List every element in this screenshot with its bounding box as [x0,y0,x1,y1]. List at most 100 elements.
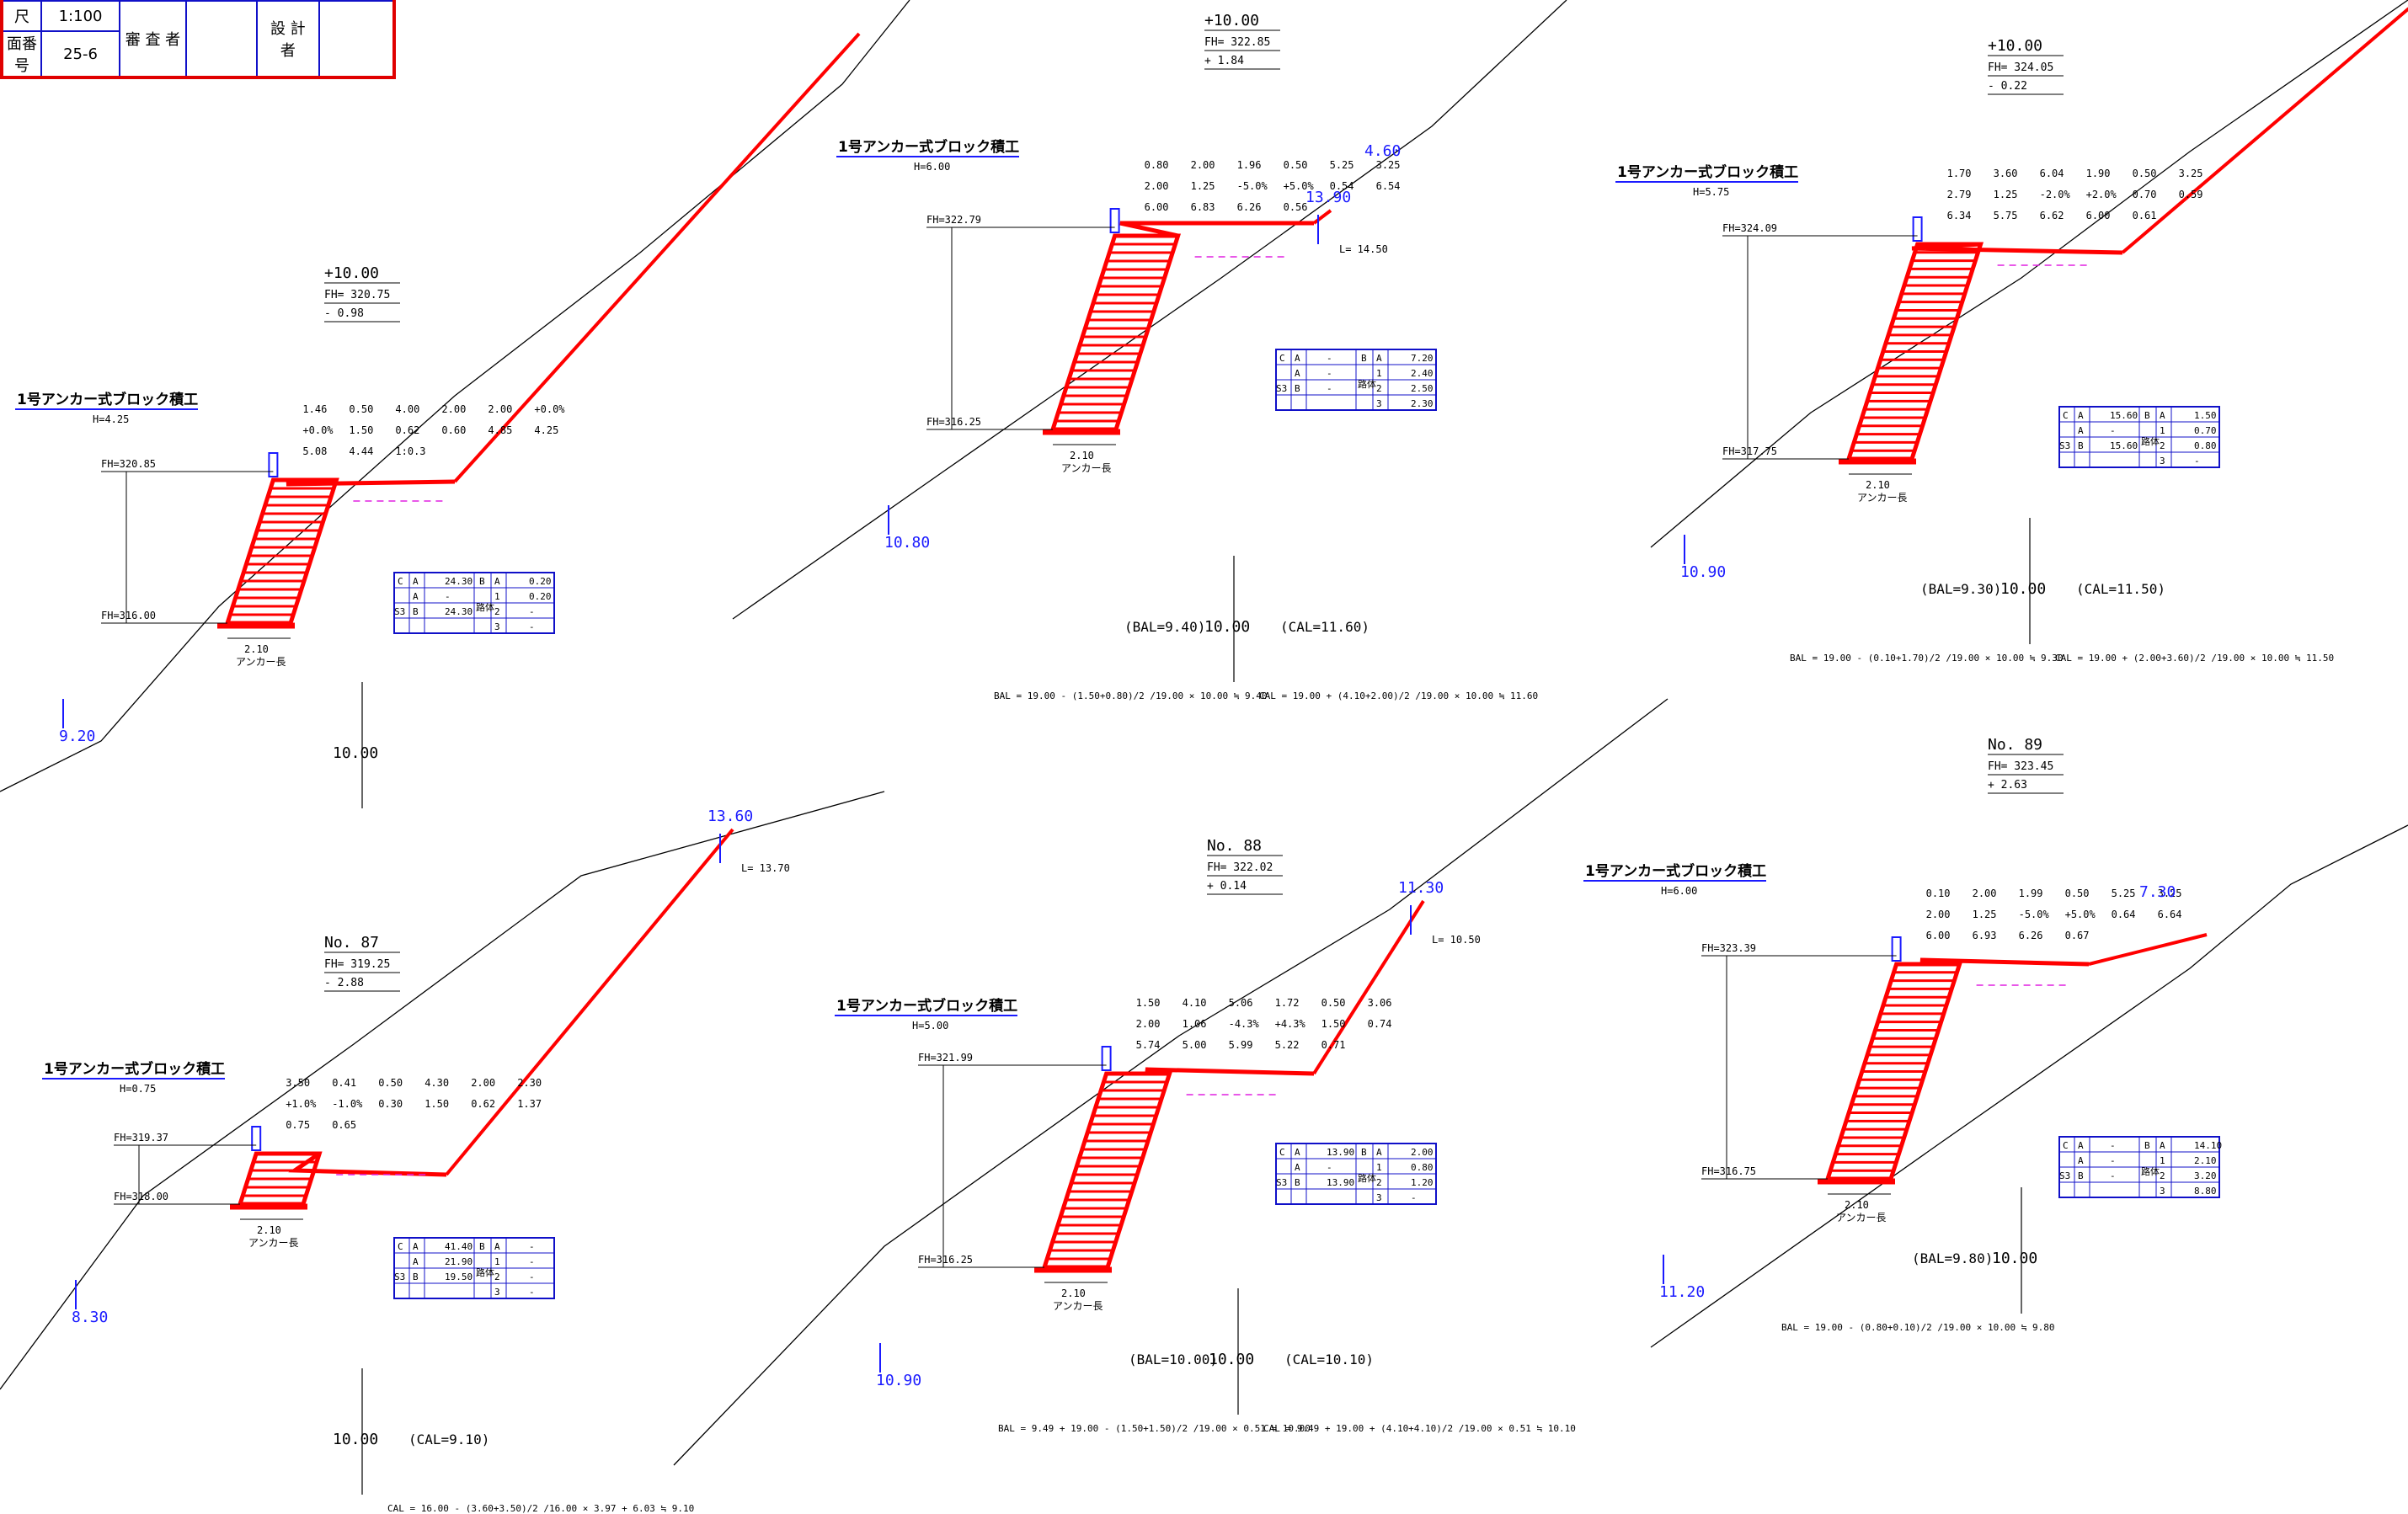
base-width: 2.10 [1866,479,1890,491]
dimension-value: 1.06 [1183,1018,1207,1030]
dimension-value: 5.75 [1994,210,2018,221]
dimension-value: 1.70 [1947,168,1972,179]
fence-post-icon [1109,208,1120,233]
fh-top: FH=323.39 [1701,942,1756,954]
berm-surface [288,1151,447,1177]
table-cell: 路体 [476,601,494,613]
station-label: +10.00 [1988,37,2042,55]
dimension-value: 2.00 [1191,159,1215,171]
table-cell: 0.20 [529,576,552,587]
berm-surface [1919,957,2090,967]
berm-surface [286,477,456,487]
bal-formula: BAL = 9.49 + 19.00 - (1.50+1.50)/2 /19.0… [998,1423,1311,1434]
station-label: No. 88 [1207,837,1262,855]
station-marker-left: 10.80 [884,534,930,552]
table-cell: - [529,1287,535,1298]
dimension-value: 6.54 [1376,180,1401,192]
dimension-value: 4.25 [534,424,558,436]
table-cell: 1 [2160,425,2165,436]
table-cell: A [2160,1140,2165,1151]
table-cell: 0.70 [2194,425,2217,436]
table-cell: 0.80 [1411,1162,1434,1173]
dimension-value: 1.50 [424,1098,449,1110]
table-cell: - [529,1256,535,1267]
fh-value: FH= 320.75 [324,289,390,301]
dimension-value: 1.25 [1191,180,1215,192]
table-cell: B [2078,440,2084,451]
table-cell: 41.40 [445,1241,473,1252]
table-cell: B [1361,1147,1367,1158]
dimension-value: -1.0% [332,1098,363,1110]
table-cell: 13.90 [1327,1177,1354,1188]
dimension-value: 1.90 [2086,168,2111,179]
dimension-value: 1.99 [2019,888,2043,899]
wall-title: 1号アンカー式ブロック積工 [17,391,198,408]
table-cell: 3 [2160,456,2165,466]
ground-line-3 [1650,0,2408,548]
height-diff: - 0.98 [324,307,364,320]
dimension-value: 0.74 [1368,1018,1392,1030]
dimension-value: 6.00 [1145,201,1169,213]
dimension-value: 0.41 [332,1077,356,1089]
table-cell: - [529,1241,535,1252]
dimension-value: 0.30 [378,1098,403,1110]
dimension-value: 0.75 [286,1119,310,1131]
dimension-value: +5.0% [1284,180,1315,192]
fh-value: FH= 322.02 [1207,861,1273,874]
dimension-value: 6.64 [2158,909,2182,920]
dimension-value: 0.70 [2133,189,2157,200]
retaining-wall-outline [1042,1071,1173,1270]
berm-surface [1119,221,1314,238]
station-marker-right: 4.60 [1364,142,1401,160]
station-marker-left: 10.90 [1680,563,1726,581]
table-cell: 路体 [476,1266,494,1278]
table-cell: 21.90 [445,1256,473,1267]
dimension-value: 6.83 [1191,201,1215,213]
dimension-value: 6.26 [1237,201,1262,213]
fh-value: FH= 324.05 [1988,61,2053,74]
station-label: +10.00 [1204,12,1259,29]
bal-value: (BAL=9.80) [1912,1250,1993,1266]
bal-formula: BAL = 19.00 - (1.50+0.80)/2 /19.00 × 10.… [994,690,1268,701]
table-cell: 2 [1376,383,1382,394]
dimension-value: 2.00 [1973,888,1997,899]
fence-post-icon [268,452,279,477]
dimension-value: 0.50 [2133,168,2157,179]
dimension-value: 3.60 [1994,168,2018,179]
table-cell: A [1295,368,1300,379]
height-diff: + 0.14 [1207,880,1247,893]
height-diff: - 0.22 [1988,80,2027,93]
fh-top: FH=319.37 [114,1132,168,1143]
table-cell: - [529,621,535,632]
height-diff: - 2.88 [324,977,364,989]
station-marker-top: 13.90 [1305,189,1351,206]
wall-height: H=0.75 [120,1083,156,1095]
table-cell: A [494,1241,500,1252]
table-cell: 19.50 [445,1271,473,1282]
fh-value: FH= 319.25 [324,958,390,971]
table-cell: 2 [494,1271,500,1282]
table-cell: A [2078,410,2084,421]
bal-formula: BAL = 19.00 - (0.10+1.70)/2 /19.00 × 10.… [1790,653,2064,664]
table-cell: 2 [1376,1177,1382,1188]
dimension-value: 6.00 [2086,210,2111,221]
dimension-value: 4.44 [349,445,373,457]
dimension-value: 4.30 [424,1077,449,1089]
base-width: 2.10 [1845,1199,1869,1211]
dimension-value: 0.50 [1284,159,1308,171]
dimension-value: 1.96 [1237,159,1262,171]
dimension-value: 0.61 [2133,210,2157,221]
table-cell: A [1376,353,1382,364]
fh-top: FH=322.79 [926,214,981,226]
slope-length: L= 13.70 [741,862,790,874]
wall-title: 1号アンカー式ブロック積工 [838,138,1019,156]
table-cell: A [1295,1162,1300,1173]
dimension-value: 6.62 [2040,210,2064,221]
dimension-value: 2.00 [1926,909,1951,920]
